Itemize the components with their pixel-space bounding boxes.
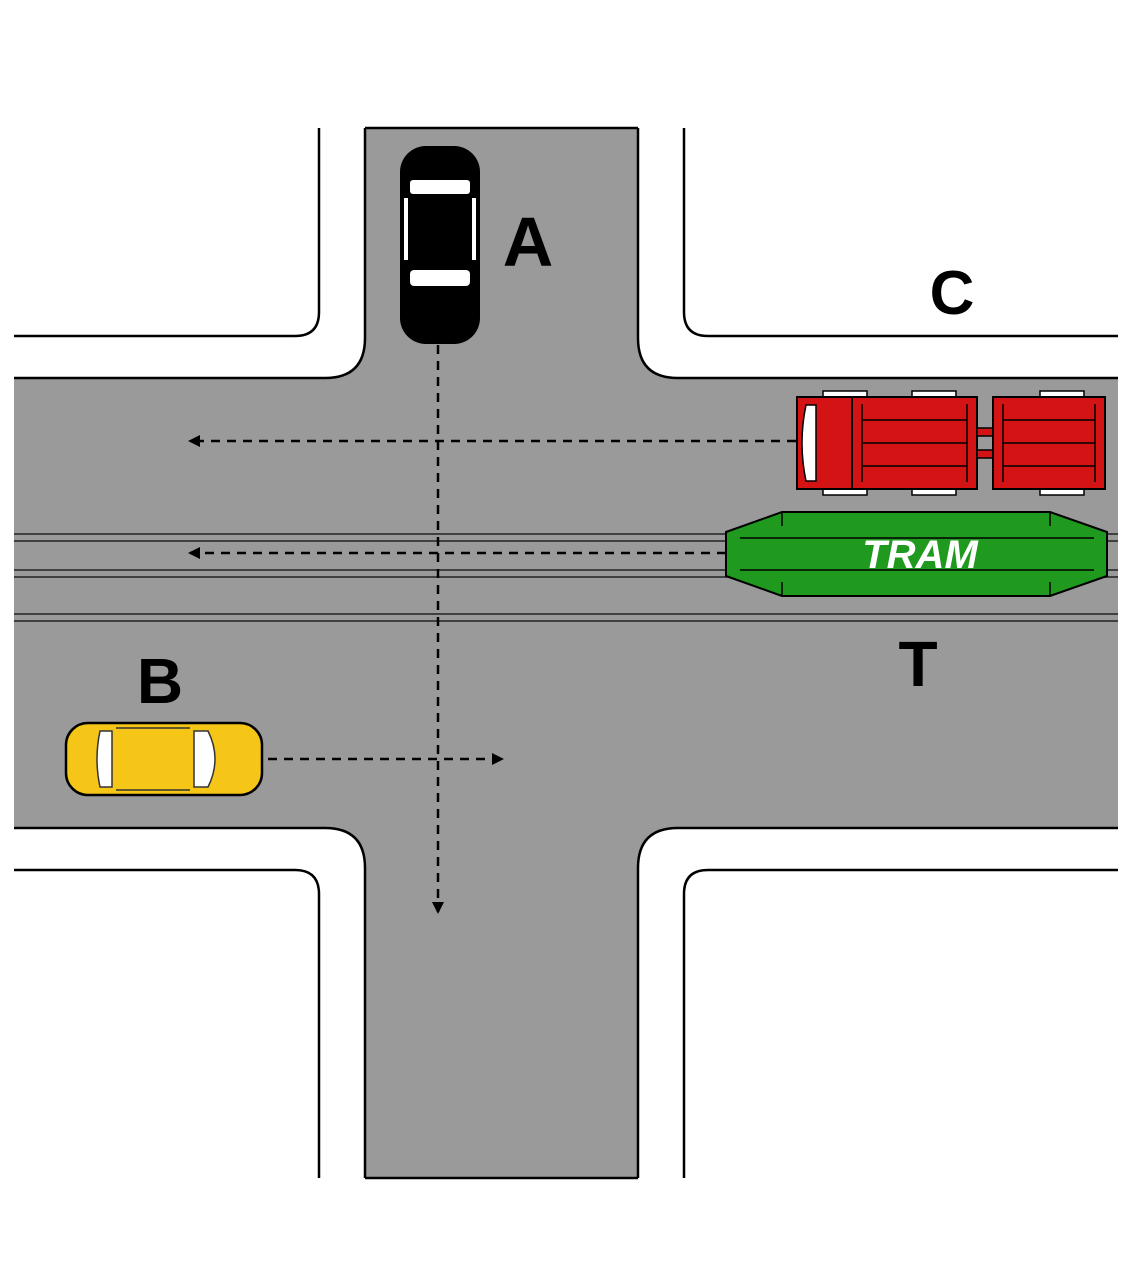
truck-c-icon [796, 390, 1106, 496]
sidewalk-lines [14, 128, 1118, 1178]
tram-text: TRAM [862, 533, 979, 577]
label-t: T [898, 628, 937, 700]
label-c: C [930, 259, 975, 328]
label-b: B [137, 645, 183, 717]
path-arrows [188, 345, 796, 914]
road-edges [14, 126, 1118, 1180]
car-b-icon [64, 721, 264, 797]
tram-icon: TRAM [725, 511, 1108, 597]
car-a-icon [400, 146, 480, 344]
label-a: A [503, 203, 554, 281]
